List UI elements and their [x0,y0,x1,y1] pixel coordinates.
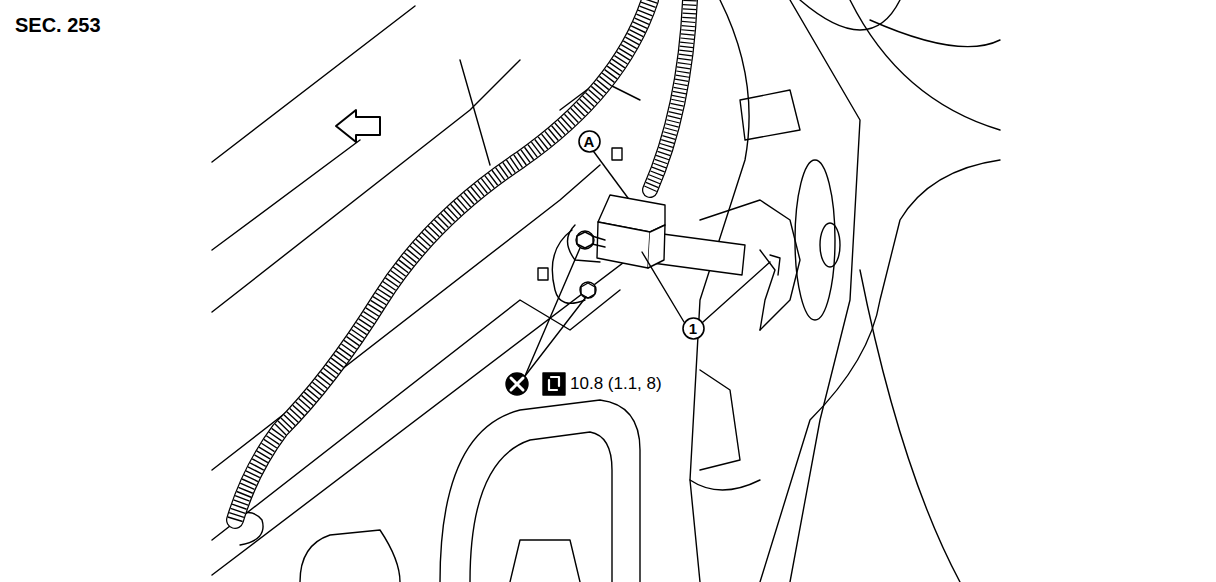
sensor-harness [650,0,690,190]
do-not-reuse-symbol [506,373,528,395]
corrugated-harness [235,0,650,520]
panel-edge [212,6,415,162]
sensor-body [597,222,650,268]
lower-part [470,432,612,582]
frame-member [850,0,1000,130]
bolt [581,283,595,298]
callout-ring [683,318,704,339]
sensor-body [648,225,665,268]
sensor-harness [650,0,690,190]
frame-member [800,0,900,30]
torque-value: 10.8 (1.1, 8) [570,374,662,394]
corrugated-harness [235,0,650,520]
callout-letter: A [584,134,595,149]
bolt [592,236,605,247]
callout-letter: 1 [689,321,697,336]
panel-edge [212,140,360,250]
panel-edge [212,165,600,470]
do-not-reuse-symbol [511,378,523,390]
frame-member [790,0,860,582]
frame-member [860,270,960,582]
horn [795,160,835,320]
bracket [690,370,760,490]
panel-edge [460,60,490,165]
panel-edge [212,290,620,540]
bolt [577,232,593,248]
torque-symbol [543,373,565,395]
frame-member [870,20,1000,47]
callout-circle: A [578,130,601,153]
callout-circle: 1 [682,317,705,340]
torque-symbol [549,377,559,390]
horn [820,223,840,267]
leader-line [525,248,580,376]
front-arrow [336,110,380,142]
frame-member [760,160,1000,582]
lower-part [510,540,580,582]
leader-line [594,152,628,198]
section-number: SEC. 253 [15,14,101,37]
leader-line [642,252,684,322]
callout-ring [579,131,600,152]
corrugated-harness [235,0,650,520]
lower-part [300,530,400,582]
panel-hole [612,148,622,160]
bolt [576,231,594,249]
sensor-harness [650,0,690,190]
bolt [580,282,596,298]
panel-hole [538,268,548,280]
leader-line [525,297,586,376]
bracket [740,90,800,140]
leader-line [703,262,770,322]
lower-part [440,400,640,582]
panel-edge [212,250,640,575]
frame-member [690,0,749,582]
